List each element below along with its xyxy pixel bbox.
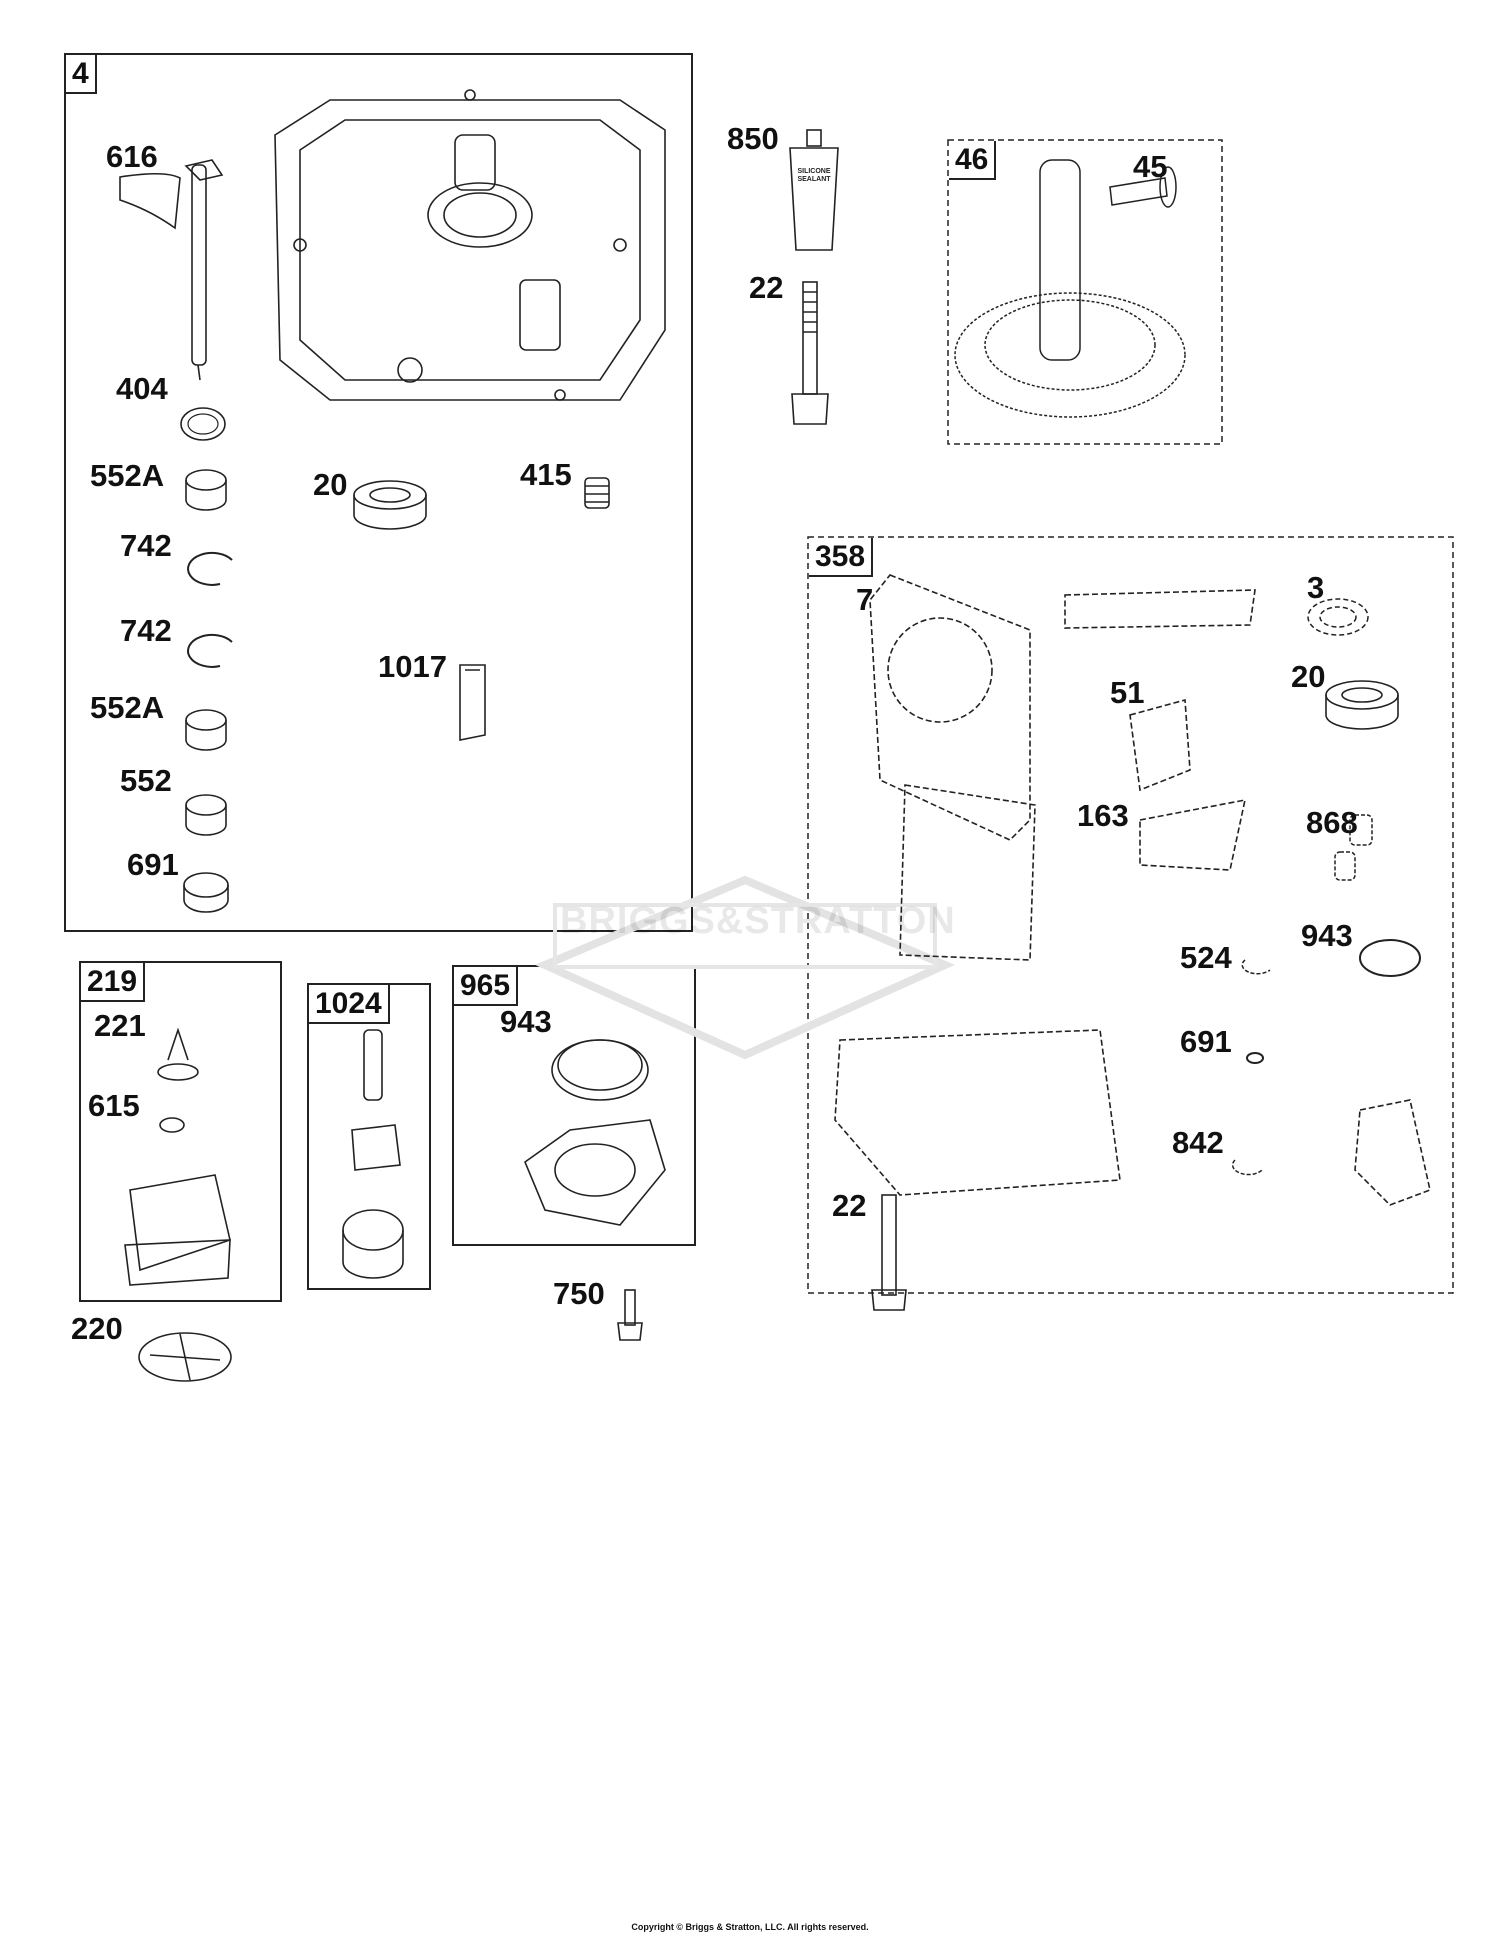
label-850: 850 — [727, 121, 779, 156]
gasket-51-part — [1129, 698, 1191, 792]
group-219-frame — [79, 961, 282, 1302]
washer-3-part — [1307, 598, 1369, 636]
crankcase-cover-part — [274, 89, 666, 401]
label-22-a: 22 — [749, 270, 784, 305]
e-clip-742-1-part — [187, 551, 233, 586]
label-3: 3 — [1307, 570, 1325, 605]
label-221: 221 — [94, 1008, 146, 1043]
gasket-top-part — [1064, 589, 1256, 629]
label-404: 404 — [116, 371, 168, 406]
label-22-b: 22 — [832, 1188, 867, 1223]
screw-750-part — [617, 1289, 643, 1341]
governor-shaft-part — [119, 159, 224, 381]
base-gasket-part — [834, 1029, 1121, 1196]
label-868: 868 — [1306, 805, 1358, 840]
bolt-22-a-part — [791, 281, 829, 425]
clip-842-part — [1231, 1159, 1263, 1176]
group-1024-frame — [307, 983, 431, 1290]
sealant-tube-850-part — [789, 129, 839, 251]
label-220: 220 — [71, 1311, 123, 1346]
group-tag-1024: 1024 — [309, 985, 390, 1024]
label-616: 616 — [106, 139, 158, 174]
label-552: 552 — [120, 763, 172, 798]
label-1017: 1017 — [378, 649, 447, 684]
bearing-20-part — [353, 480, 427, 530]
label-20-b: 20 — [1291, 659, 1326, 694]
label-552a-1: 552A — [90, 458, 165, 493]
label-691-a: 691 — [127, 847, 179, 882]
e-clip-742-2-part — [187, 633, 233, 668]
copyright-notice: Copyright © Briggs & Stratton, LLC. All … — [631, 1922, 869, 1932]
tappet-45-part — [1109, 166, 1177, 208]
plug-415-part — [584, 477, 610, 509]
group-tag-965: 965 — [454, 967, 519, 1006]
label-615: 615 — [88, 1088, 140, 1123]
group-tag-358: 358 — [809, 538, 874, 577]
label-415: 415 — [520, 457, 572, 492]
bolt-22-b-part — [871, 1194, 907, 1311]
bushing-552a-2-part — [185, 709, 227, 751]
seal-691-part — [183, 872, 229, 913]
oil-pump-1024-part — [342, 1029, 404, 1279]
disc-220-part — [138, 1332, 232, 1382]
watermark-banner — [553, 903, 937, 969]
label-20-a: 20 — [313, 467, 348, 502]
pump-cover-965-part — [524, 1039, 666, 1226]
watermark: BRIGGS&STRATTON — [560, 900, 956, 942]
group-tag-46: 46 — [949, 141, 997, 180]
bearing-20-b-part — [1325, 680, 1399, 730]
label-842: 842 — [1172, 1125, 1224, 1160]
bushing-552a-part — [185, 469, 227, 511]
label-691-b: 691 — [1180, 1024, 1232, 1059]
camshaft-46-part — [954, 159, 1186, 418]
group-358-frame — [807, 536, 1454, 1294]
bushing-552-part — [185, 794, 227, 836]
ring-943-a-part — [1359, 939, 1421, 977]
label-45: 45 — [1133, 149, 1168, 184]
head-gasket-7-part — [869, 574, 1031, 841]
group-tag-4: 4 — [66, 55, 97, 94]
watermark-frame — [535, 875, 955, 1060]
group-4-frame — [64, 53, 693, 932]
label-552a-2: 552A — [90, 690, 165, 725]
seal-691-b-part — [1246, 1052, 1264, 1064]
label-51: 51 — [1110, 675, 1145, 710]
label-742-1: 742 — [120, 528, 172, 563]
label-163: 163 — [1077, 798, 1129, 833]
label-7: 7 — [856, 582, 874, 617]
gasket-163-part — [1139, 798, 1247, 871]
valve-868-part — [1334, 814, 1373, 881]
label-524: 524 — [1180, 940, 1232, 975]
clip-524-part — [1241, 959, 1271, 975]
group-46-frame — [947, 139, 1223, 445]
washer-404-part — [180, 407, 226, 441]
group-tag-219: 219 — [81, 963, 146, 1002]
label-943-b: 943 — [500, 1004, 552, 1039]
elbow-gasket-part — [1354, 1099, 1431, 1206]
group-965-frame — [452, 965, 696, 1246]
label-750: 750 — [553, 1276, 605, 1311]
label-742-2: 742 — [120, 613, 172, 648]
label-943-a: 943 — [1301, 918, 1353, 953]
sealant-tube-text: SILICONE SEALANT — [797, 168, 831, 184]
filter-1017-part — [459, 664, 486, 741]
governor-gear-219-part — [124, 1027, 231, 1286]
cover-gasket-part — [899, 784, 1036, 961]
